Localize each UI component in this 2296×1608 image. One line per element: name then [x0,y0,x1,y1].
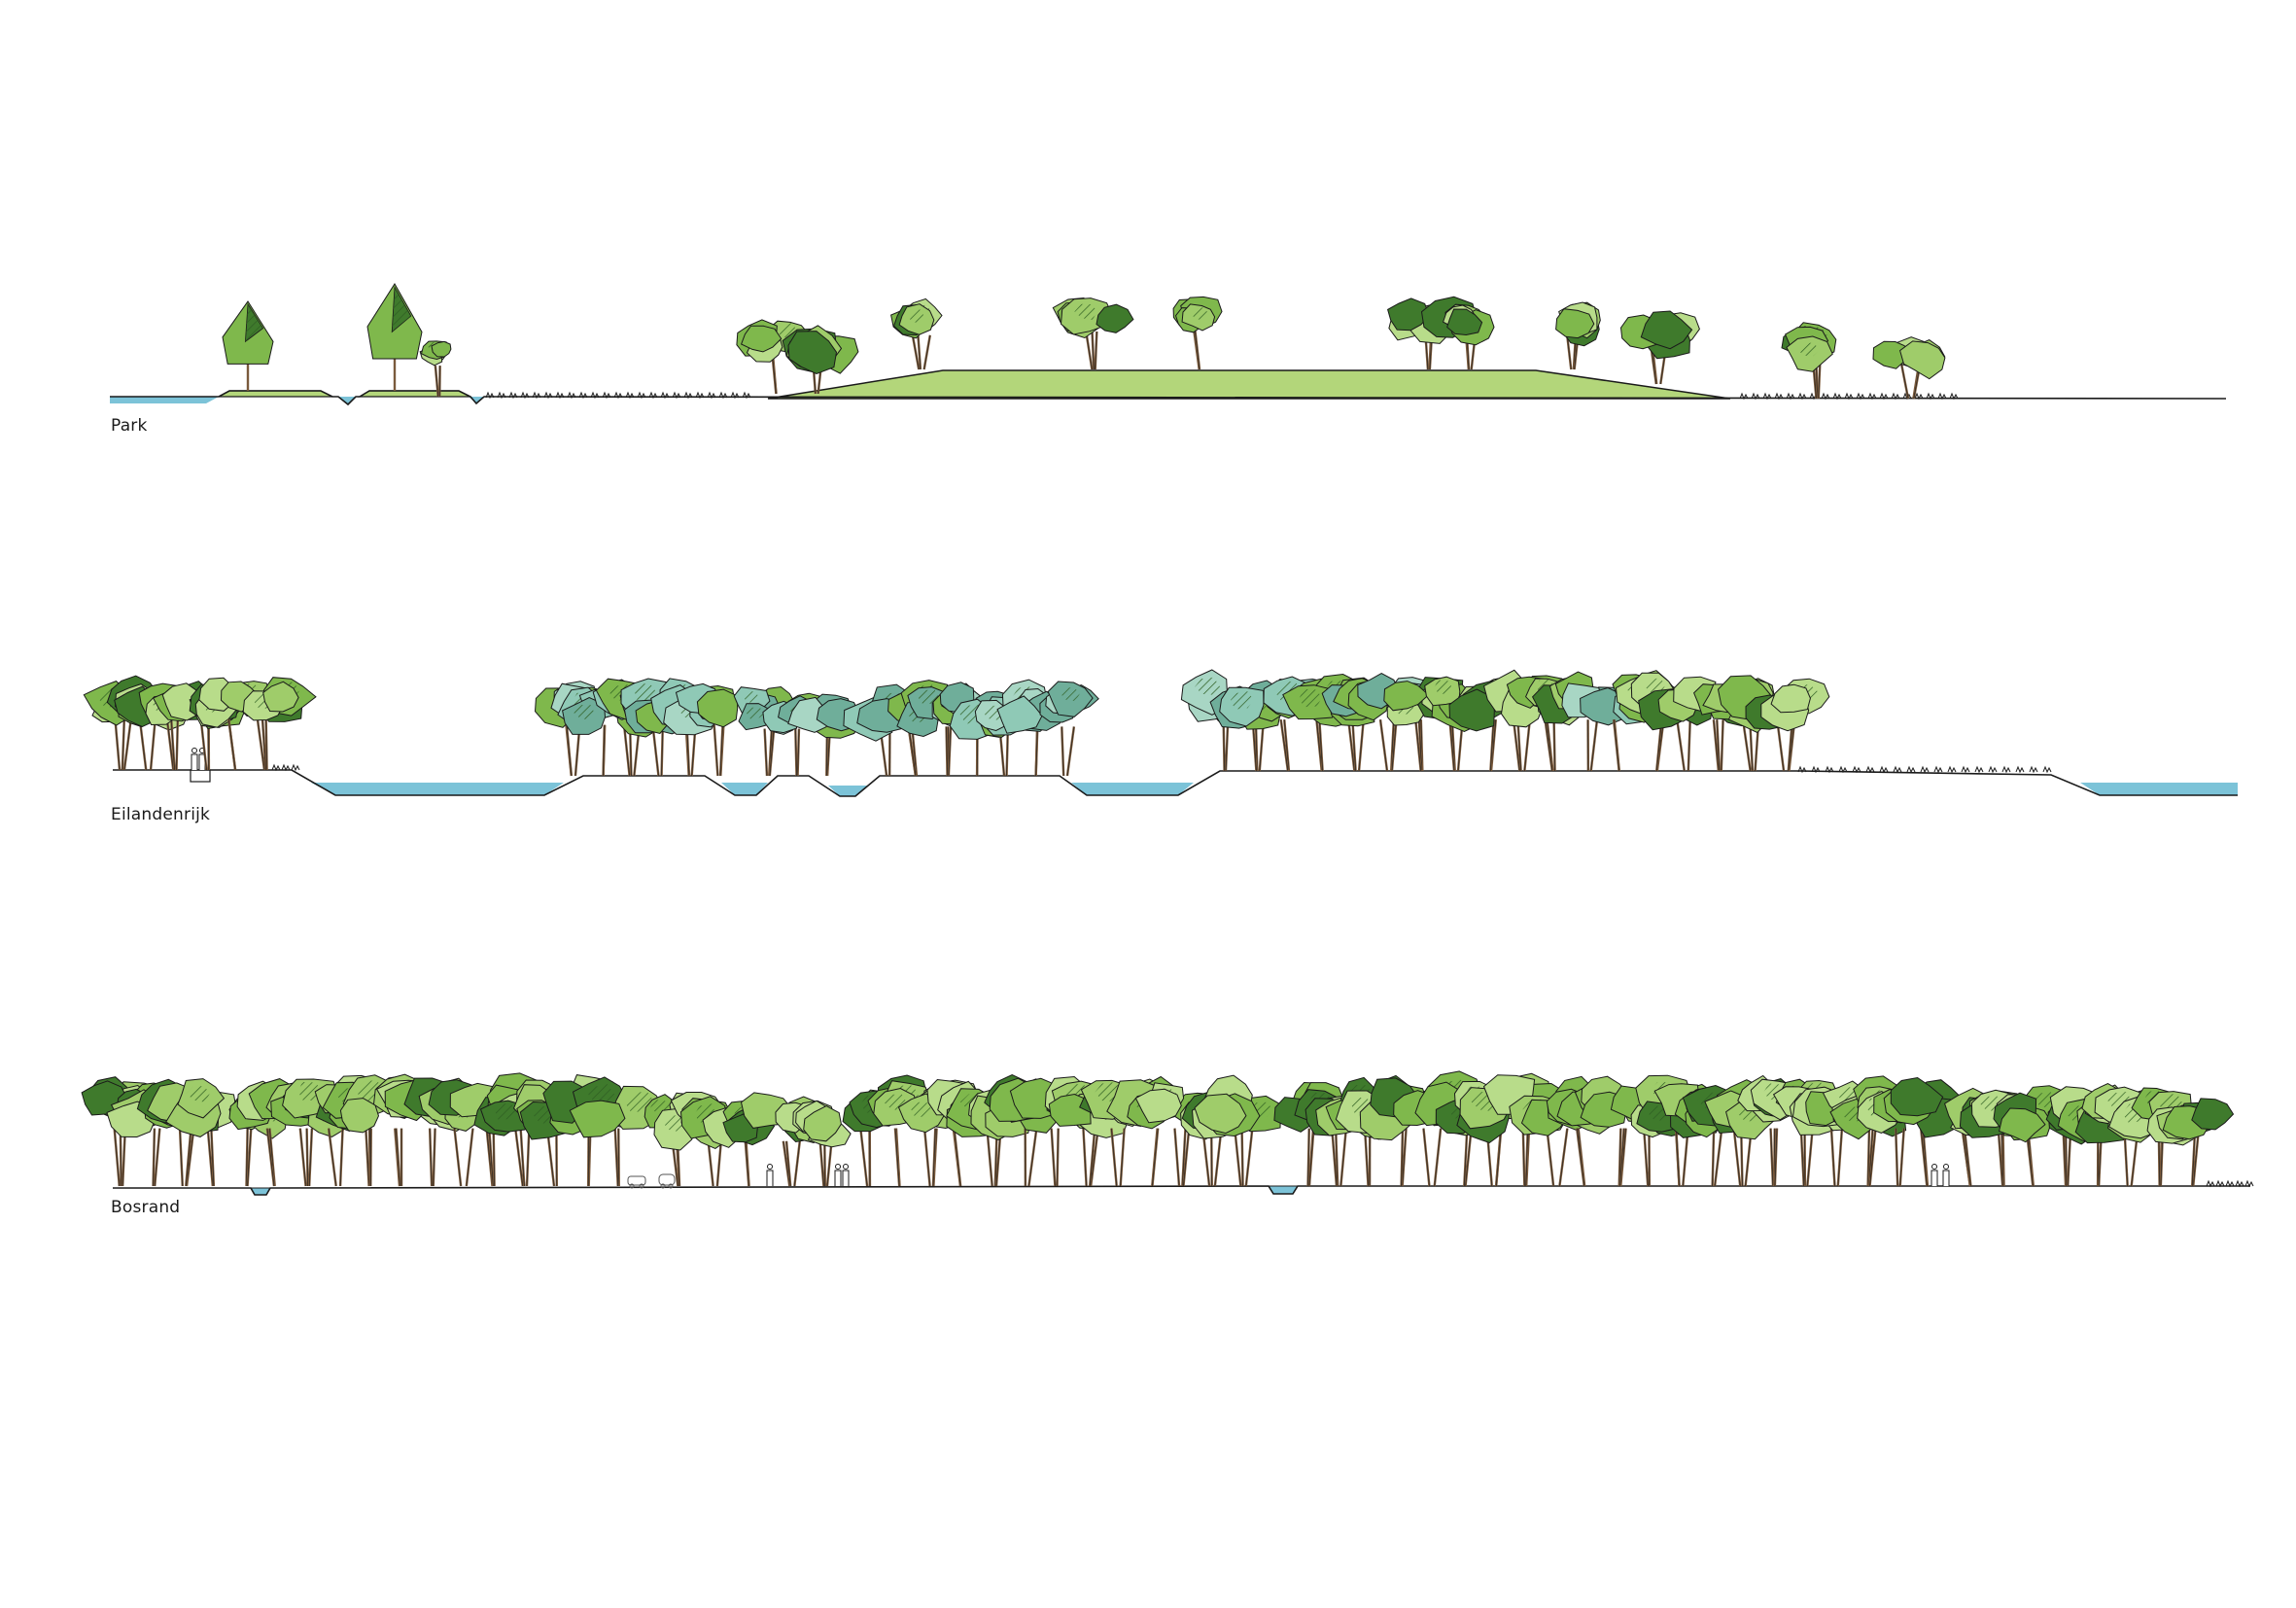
tree-icon [1172,296,1223,370]
water-body [311,783,564,795]
car-icon [658,1173,676,1189]
tree-icon [1052,297,1134,370]
bench-icon [190,769,211,783]
person-icon [191,748,206,770]
tree-icon [1872,336,1946,400]
section-label-eilandenrijk: Eilandenrijk [111,805,211,824]
tree-icon [782,325,859,395]
tree-icon [569,1076,665,1187]
water-body [110,397,219,403]
person-icon [1931,1164,1938,1186]
tree-icon [222,300,274,391]
tree-icon [722,1092,793,1187]
person-icon [191,748,198,770]
water-body [828,786,867,796]
bosrand-section [81,1070,2254,1196]
section-label-bosrand: Bosrand [111,1198,181,1217]
eilandenrijk-section [83,669,2238,797]
water-body [721,783,768,795]
tree-icon [787,693,862,777]
ground-line [113,769,2238,797]
tree-icon [675,682,739,777]
tree-group [222,283,1946,400]
tree-icon [242,677,317,771]
tree-icon [165,1078,237,1187]
tree-icon [1745,678,1830,772]
tree-icon [679,1096,748,1187]
tree-icon [2156,1098,2235,1187]
grass-icon [485,391,1959,401]
tree-icon [1619,310,1700,385]
water-ditch [338,397,356,404]
ground-line [113,1185,2250,1196]
tree-icon [890,297,943,370]
lawn-island [357,390,471,398]
car-icon [627,1175,646,1189]
ground-line [110,390,2227,406]
lawn-island [218,390,333,398]
tree-icon [1194,1074,1281,1187]
tree-icon [1442,303,1495,370]
grass-icon [271,763,2052,774]
person-icon [766,1164,1950,1186]
grass-icon [2206,1179,2254,1188]
water-body [1071,783,1194,795]
lawn-mound [767,369,1731,400]
tree-group [83,669,1830,777]
tree-icon [1781,322,1837,400]
park-section [110,283,2227,406]
tree-icon [1555,301,1601,370]
tree-icon [1039,681,1099,777]
person-icon [842,1164,850,1186]
section-label-park: Park [111,416,148,436]
tree-icon [419,340,452,398]
tree-group [81,1070,2235,1187]
water-body [2080,783,2238,795]
tree-icon [366,283,423,391]
person-icon [766,1164,774,1186]
person-icon [834,1164,842,1186]
tree-icon [418,1079,495,1187]
tree-icon [792,1100,852,1187]
person-icon [1942,1164,1950,1186]
